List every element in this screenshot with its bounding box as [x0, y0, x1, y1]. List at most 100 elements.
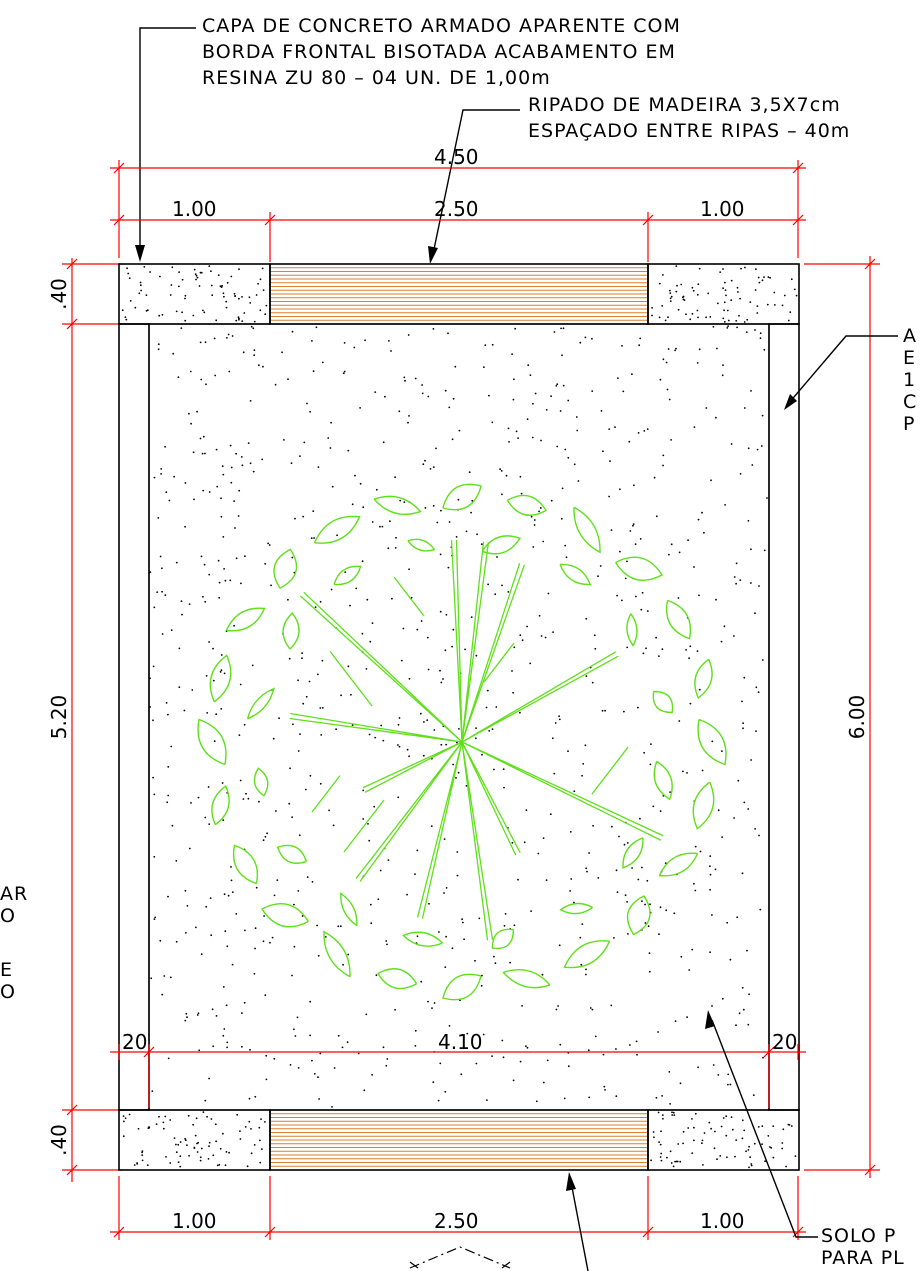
stipple-dot — [691, 286, 694, 289]
stipple-dot — [233, 624, 236, 627]
stipple-dot — [124, 316, 127, 318]
tree-leaf — [333, 565, 362, 586]
stipple-dot — [444, 649, 447, 652]
stipple-dot — [219, 1147, 222, 1150]
stipple-dot — [261, 1148, 263, 1150]
stipple-dot — [208, 1145, 210, 1148]
stipple-dot — [564, 544, 567, 547]
stipple-dot — [294, 1035, 297, 1037]
stipple-dot — [253, 1144, 256, 1146]
stipple-dot — [167, 1057, 170, 1060]
stipple-dot — [239, 779, 242, 782]
stipple-dot — [759, 337, 762, 340]
stipple-dot — [529, 374, 532, 377]
stipple-dot — [181, 311, 184, 314]
stipple-dot — [331, 485, 334, 488]
stipple-dot — [537, 852, 540, 855]
stipple-dot — [362, 818, 365, 820]
stipple-dot — [726, 1156, 728, 1159]
bottom-slat-arrow — [566, 1172, 576, 1191]
soil-leader-line — [711, 1019, 818, 1238]
stipple-dot — [521, 1005, 523, 1007]
stipple-dot — [422, 754, 425, 757]
stipple-dot — [445, 613, 448, 616]
tree-leaf — [694, 658, 713, 699]
stipple-dot — [736, 286, 739, 289]
stipple-dot — [509, 961, 511, 964]
stipple-dot — [639, 337, 642, 340]
stipple-dot — [691, 312, 694, 315]
tree-leaf — [491, 928, 515, 950]
stipple-dot — [634, 543, 637, 546]
stipple-dot — [347, 953, 350, 956]
stipple-dot — [223, 295, 225, 298]
stipple-dot — [463, 938, 465, 941]
stipple-dot — [563, 1097, 566, 1100]
stipple-dot — [457, 771, 460, 774]
stipple-dot — [203, 311, 206, 314]
stipple-dot — [151, 1090, 154, 1092]
stipple-dot — [455, 777, 457, 779]
stipple-dot — [166, 801, 169, 804]
stipple-dot — [222, 1034, 225, 1037]
stipple-dot — [152, 665, 155, 668]
stipple-dot — [224, 1164, 227, 1167]
stipple-dot — [305, 695, 308, 698]
tree-leaf — [323, 930, 351, 978]
stipple-dot — [669, 1103, 671, 1105]
slat-note-line-1: RIPADO DE MADEIRA 3,5X7cm — [528, 94, 841, 116]
stipple-dot — [770, 1147, 773, 1149]
stipple-dot — [188, 847, 191, 850]
stipple-dot — [210, 270, 212, 273]
stipple-dot — [439, 553, 442, 556]
stipple-dot — [175, 940, 178, 943]
stipple-dot — [420, 620, 423, 622]
stipple-dot — [558, 944, 561, 947]
stipple-dot — [321, 361, 324, 364]
tree-twig — [393, 576, 425, 617]
stipple-dot — [716, 347, 718, 350]
tree-leaf — [615, 556, 664, 581]
stipple-dot — [491, 343, 494, 346]
stipple-dot — [610, 529, 613, 531]
stipple-dot — [601, 709, 604, 712]
stipple-dot — [698, 594, 700, 597]
stipple-dot — [655, 636, 657, 639]
stipple-dot — [447, 332, 449, 335]
tree-leaf — [276, 844, 308, 864]
stipple-dot — [689, 702, 692, 705]
stipple-dot — [613, 937, 615, 939]
stipple-dot — [675, 265, 678, 267]
stipple-dot — [305, 788, 307, 791]
stipple-dot — [199, 437, 202, 440]
stipple-dot — [226, 337, 228, 339]
stipple-dot — [161, 993, 164, 996]
stipple-dot — [726, 309, 729, 312]
stipple-dot — [519, 711, 521, 714]
slat-leader-arrow — [428, 246, 438, 264]
stipple-dot — [306, 402, 308, 405]
stipple-dot — [143, 266, 146, 268]
stipple-dot — [250, 1152, 253, 1155]
stipple-dot — [619, 550, 621, 553]
stipple-dot — [647, 925, 650, 928]
stipple-dot — [283, 439, 285, 441]
stipple-dot — [667, 348, 670, 350]
stipple-dot — [603, 1085, 606, 1088]
stipple-dot — [496, 556, 498, 558]
stipple-dot — [215, 1015, 218, 1017]
stipple-dot — [580, 963, 583, 966]
stipple-dot — [480, 543, 483, 546]
stipple-dot — [729, 1083, 732, 1086]
tree-leaf — [622, 837, 644, 869]
stipple-dot — [554, 722, 557, 724]
stipple-dot — [228, 1151, 231, 1154]
stipple-dot — [764, 1160, 766, 1163]
stipple-dot — [382, 739, 385, 742]
stipple-dot — [447, 566, 450, 569]
tree-leaf — [373, 495, 422, 515]
stipple-dot — [760, 445, 763, 447]
stipple-dot — [457, 498, 460, 501]
soil-area — [148, 323, 770, 1111]
stipple-dot — [443, 892, 445, 894]
